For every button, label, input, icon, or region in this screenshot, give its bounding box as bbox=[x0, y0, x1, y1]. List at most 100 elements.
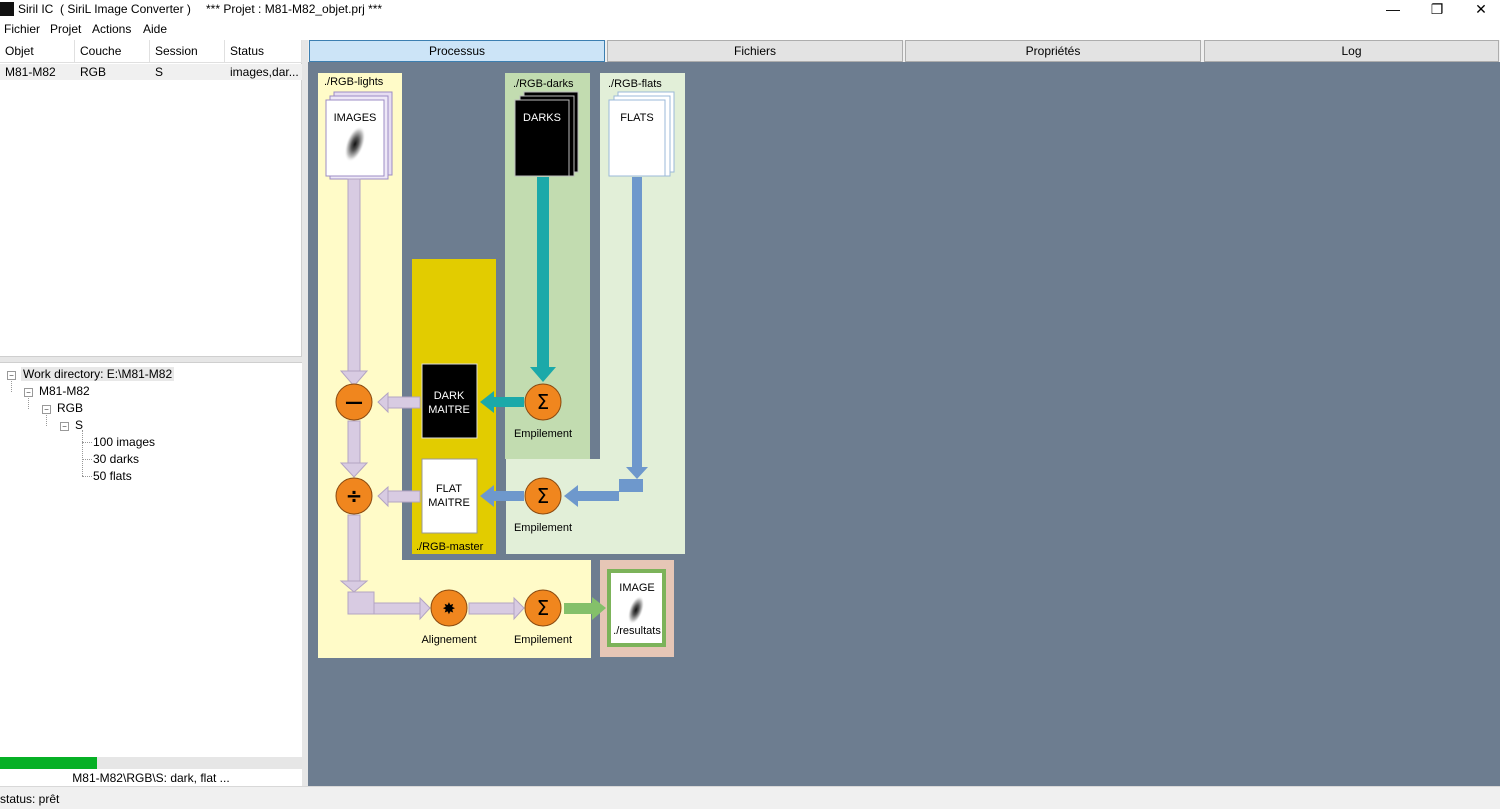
table-cell-status[interactable]: images,dar... bbox=[225, 64, 302, 80]
tree-item-images[interactable]: 100 images bbox=[93, 435, 156, 449]
tree-connector bbox=[82, 442, 92, 443]
dark-master-label-2: MAITRE bbox=[428, 404, 470, 416]
darks-zone-label: ./RGB-darks bbox=[513, 78, 574, 90]
tab-proprietes[interactable]: Propriétés bbox=[905, 40, 1201, 62]
selection-status: M81-M82\RGB\S: dark, flat ... bbox=[72, 771, 230, 785]
flats-arrowhead bbox=[626, 467, 648, 479]
lights-arrowhead-3 bbox=[339, 580, 369, 593]
dark-master-label-1: DARK bbox=[434, 390, 465, 402]
divide-input-arrow bbox=[387, 490, 421, 503]
sum-flats-icon[interactable] bbox=[524, 477, 562, 515]
darks-stack-front bbox=[514, 99, 570, 177]
tree-expander[interactable]: − bbox=[42, 405, 51, 414]
subtract-input-arrowhead bbox=[377, 391, 389, 414]
minimize-button[interactable]: — bbox=[1370, 0, 1416, 18]
tree-connector bbox=[82, 430, 83, 476]
flats-arrow bbox=[632, 177, 642, 468]
gear-symbol: ✸ bbox=[442, 599, 455, 618]
stack-final-label: Empilement bbox=[514, 634, 572, 646]
flat-master-label-1: FLAT bbox=[436, 483, 462, 495]
darks-node-label: DARKS bbox=[523, 112, 561, 124]
close-button[interactable]: ✕ bbox=[1458, 0, 1500, 18]
flats-node[interactable]: FLATS bbox=[608, 91, 675, 177]
flat-master-arrow bbox=[494, 491, 524, 501]
align-label: Alignement bbox=[421, 634, 476, 646]
tree-connector bbox=[82, 459, 92, 460]
lights-zone bbox=[318, 73, 591, 658]
flats-elbow bbox=[619, 479, 643, 492]
tab-fichiers[interactable]: Fichiers bbox=[607, 40, 903, 62]
table-cell-couche[interactable]: RGB bbox=[75, 64, 150, 80]
result-arrowhead bbox=[592, 597, 606, 620]
lights-elbow bbox=[347, 591, 375, 615]
tree-expander[interactable]: − bbox=[24, 388, 33, 397]
restore-button[interactable]: ❐ bbox=[1414, 0, 1460, 18]
tab-log[interactable]: Log bbox=[1204, 40, 1499, 62]
subtract-icon[interactable] bbox=[335, 383, 373, 421]
restore-icon: ❐ bbox=[1430, 0, 1444, 17]
sum-symbol: Σ bbox=[537, 484, 550, 508]
sum-darks-icon[interactable] bbox=[524, 383, 562, 421]
gear-icon[interactable] bbox=[430, 589, 468, 627]
flat-master-node[interactable] bbox=[421, 458, 478, 534]
lights-arrow-2 bbox=[347, 420, 361, 464]
tree-connector bbox=[28, 395, 29, 409]
results-zone-label: ./resultats bbox=[613, 625, 661, 637]
align-input-arrowhead bbox=[419, 596, 431, 621]
dark-master-node[interactable] bbox=[421, 363, 478, 439]
stack-darks-label: Empilement bbox=[514, 428, 572, 440]
divide-icon[interactable] bbox=[335, 477, 373, 515]
lights-arrowhead-2 bbox=[339, 462, 369, 478]
tree-root-workdir[interactable]: Work directory: E:\M81-M82 bbox=[21, 367, 175, 381]
divide-input-arrowhead bbox=[377, 485, 389, 508]
sum-final-icon[interactable] bbox=[524, 589, 562, 627]
vertical-splitter[interactable] bbox=[302, 40, 308, 786]
galaxy-thumbnail bbox=[627, 595, 645, 625]
title-bar: Siril IC ( SiriL Image Converter ) *** P… bbox=[0, 0, 1500, 18]
stack-input-arrowhead bbox=[513, 596, 525, 621]
tree-item-session[interactable]: S bbox=[75, 418, 84, 432]
tree-expander[interactable]: − bbox=[60, 422, 69, 431]
tree-expander[interactable]: − bbox=[7, 371, 16, 380]
tree-item-object[interactable]: M81-M82 bbox=[39, 384, 90, 398]
images-node[interactable]: IMAGES bbox=[325, 91, 393, 180]
menu-projet[interactable]: Projet bbox=[50, 22, 82, 36]
app-icon bbox=[0, 2, 14, 16]
app-title: Siril IC ( SiriL Image Converter ) bbox=[18, 2, 191, 16]
result-image-node[interactable]: IMAGE ./resultats bbox=[607, 569, 666, 647]
flats-zone-label: ./RGB-flats bbox=[608, 78, 662, 90]
lights-arrowhead bbox=[339, 370, 369, 387]
tab-processus[interactable]: Processus bbox=[309, 40, 605, 62]
horizontal-splitter[interactable] bbox=[0, 356, 303, 363]
directory-tree: − Work directory: E:\M81-M82 − M81-M82 −… bbox=[0, 364, 302, 756]
darks-node[interactable]: DARKS bbox=[514, 91, 579, 177]
flat-master-label-2: MAITRE bbox=[428, 497, 470, 509]
menu-fichier[interactable]: Fichier bbox=[4, 22, 41, 36]
column-header-couche[interactable]: Couche bbox=[75, 40, 150, 63]
divide-symbol: ÷ bbox=[346, 484, 363, 508]
table-cell-session[interactable]: S bbox=[150, 64, 225, 80]
result-arrow bbox=[564, 603, 592, 614]
column-header-session[interactable]: Session bbox=[150, 40, 225, 63]
align-input-arrow bbox=[373, 602, 421, 615]
lights-arrow-3 bbox=[347, 514, 361, 582]
dark-master-arrow bbox=[494, 397, 524, 407]
column-header-objet[interactable]: Objet bbox=[0, 40, 75, 63]
menu-actions[interactable]: Actions bbox=[92, 22, 132, 36]
project-table: Objet Couche Session Status M81-M82 RGB … bbox=[0, 40, 302, 356]
table-cell-objet[interactable]: M81-M82 bbox=[0, 64, 75, 80]
menu-aide[interactable]: Aide bbox=[143, 22, 168, 36]
tree-connector bbox=[11, 378, 12, 392]
project-title: *** Projet : M81-M82_objet.prj *** bbox=[206, 2, 383, 16]
dark-master-arrowhead bbox=[480, 391, 494, 413]
galaxy-thumbnail bbox=[344, 125, 366, 163]
process-diagram: ./RGB-lights ./RGB-darks ./RGB-flats ./R… bbox=[318, 73, 685, 658]
column-header-status[interactable]: Status bbox=[225, 40, 302, 63]
sum-symbol: Σ bbox=[537, 596, 550, 620]
master-zone-label: ./RGB-master bbox=[416, 541, 484, 553]
darks-arrowhead bbox=[530, 367, 556, 382]
tree-item-darks[interactable]: 30 darks bbox=[93, 452, 140, 466]
flats-to-sum-arrow bbox=[578, 491, 619, 501]
tree-item-layer[interactable]: RGB bbox=[57, 401, 84, 415]
tree-item-flats[interactable]: 50 flats bbox=[93, 469, 132, 483]
